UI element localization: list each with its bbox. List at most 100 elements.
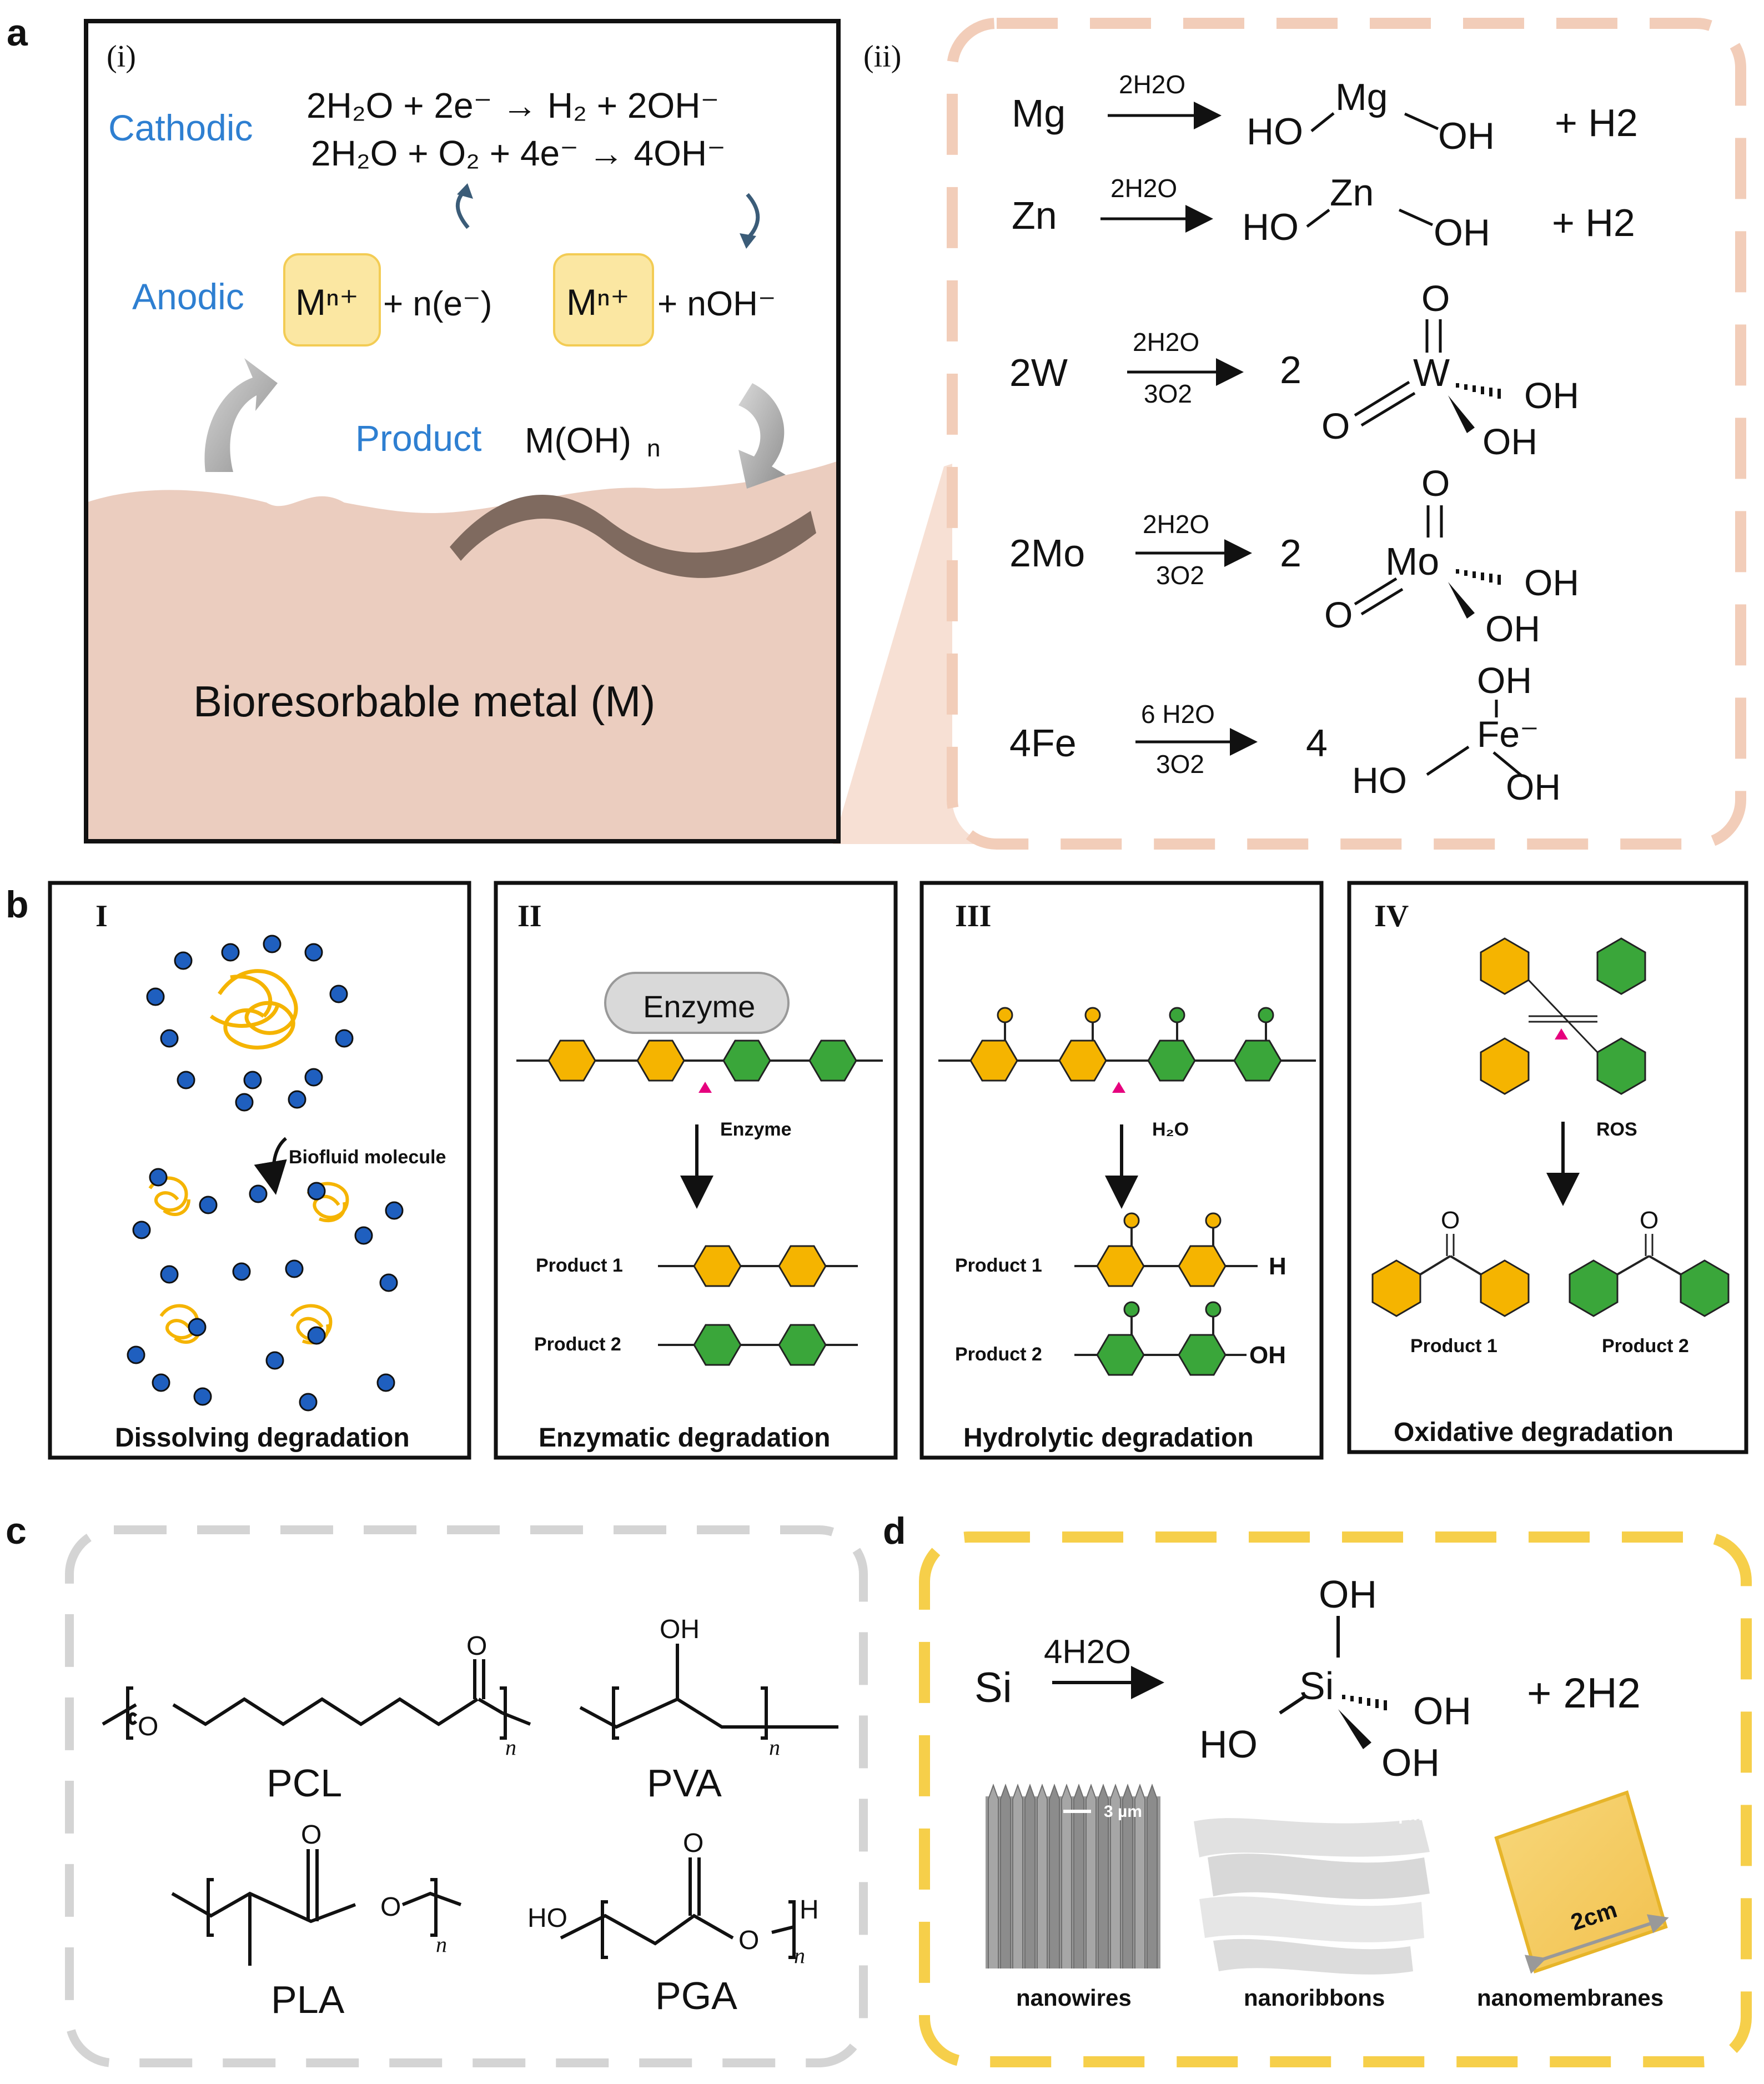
biofluid-molecule-dot	[174, 951, 193, 970]
biofluid-molecule-dot	[152, 1373, 170, 1392]
box-iv-product-1: Product 1	[1410, 1335, 1497, 1357]
si-arrow-label: 4H2O	[1044, 1633, 1131, 1670]
side-groups-iii	[997, 1007, 1274, 1041]
panel-a-i: (i) Cathodic 2H₂O + 2e⁻ → H₂ + 2OH⁻ 2H₂O…	[84, 19, 841, 843]
biofluid-molecule-dot	[304, 943, 323, 962]
nanowire	[1024, 1784, 1036, 1968]
biofluid-molecule-dot	[146, 987, 165, 1006]
mo-center: Mo	[1385, 540, 1439, 583]
reagent-fe-below: 3O2	[1156, 750, 1204, 779]
reactant-zn: Zn	[1012, 194, 1057, 237]
box-i-roman: I	[96, 899, 108, 933]
pga-ester-o: O	[738, 1926, 759, 1955]
pcl-n: n	[505, 1735, 516, 1760]
pga-name: PGA	[655, 1974, 737, 2017]
box-hydrolytic: III H₂O Product 1 H Product 2 OH Hydroly…	[919, 881, 1324, 1460]
box-i-frame	[48, 881, 471, 1460]
biofluid-molecule-dot	[299, 1393, 318, 1412]
panel-a-ii-frame	[947, 18, 1746, 850]
silicon-hydrolysis: Si 4H2O OH Si HO OH OH + 2H2	[974, 1573, 1641, 1784]
ribbon-4	[1213, 1939, 1413, 1975]
si-wedge-bond	[1338, 1709, 1371, 1749]
mo-double-bond-left-b	[1360, 587, 1404, 616]
nanowire	[1122, 1784, 1133, 1968]
w-oh-2: OH	[1482, 421, 1537, 462]
zn-extra: + H2	[1552, 201, 1635, 244]
pla-ester-o: O	[380, 1892, 401, 1922]
fe-ho: HO	[1352, 760, 1407, 801]
nanowire	[1110, 1784, 1121, 1968]
biofluid-molecule-dot	[265, 1351, 284, 1370]
mo-oh-2: OH	[1485, 608, 1540, 649]
ribbon-3	[1199, 1896, 1424, 1942]
box-dissolving: I Biofluid molecule Dissolving degradati…	[48, 881, 471, 1460]
nanomembranes-label: nanomembranes	[1477, 1985, 1664, 2011]
pga-carbonyl-o: O	[683, 1829, 703, 1858]
cleavage-marker-iv	[1555, 1028, 1568, 1040]
metal-ion-2: Mⁿ⁺	[566, 282, 630, 323]
cycle-arrow-up-head	[457, 183, 473, 199]
metal-ion-box-1	[283, 253, 381, 347]
w-o-top: O	[1421, 278, 1450, 319]
reactant-fe: 4Fe	[1009, 721, 1077, 765]
nanowire	[1098, 1784, 1109, 1968]
biofluid-molecule-dot	[199, 1196, 218, 1214]
biofluid-molecule-dot	[177, 1071, 195, 1089]
product-subscript: n	[647, 435, 660, 462]
sub-label-i: (i)	[107, 39, 136, 74]
biofluid-molecule-dot	[127, 1345, 145, 1364]
pva-oh: OH	[660, 1615, 700, 1644]
panel-label-a: a	[7, 12, 28, 54]
box-iv-roman: IV	[1374, 899, 1409, 933]
zn-oh: OH	[1434, 212, 1490, 254]
polymer-coil-small-group	[148, 1176, 349, 1345]
nanowire	[1037, 1784, 1048, 1968]
enzyme-label: Enzyme	[643, 989, 755, 1024]
nanowire	[1061, 1784, 1072, 1968]
biofluid-molecule-dot	[243, 1071, 262, 1089]
reagent-fe-above: 6 H2O	[1141, 700, 1215, 729]
nanowires-label: nanowires	[1016, 1985, 1132, 2011]
cathodic-equation-2: 2H₂O + O₂ + 4e⁻ → 4OH⁻	[311, 133, 726, 173]
box-iv-caption: Oxidative degradation	[1394, 1418, 1673, 1447]
nanoribbons-image: 100 µm nanoribbons	[1194, 1806, 1430, 2011]
nanowire	[988, 1784, 999, 1968]
si-bond-left	[1279, 1695, 1306, 1715]
biofluid-molecule-dot	[188, 1318, 207, 1337]
box-ii-roman: II	[517, 899, 542, 933]
biofluid-molecule-dot	[288, 1090, 306, 1109]
biofluid-molecule-dot	[132, 1221, 151, 1239]
product-label: Product	[355, 418, 481, 459]
silicic-center: Si	[1299, 1664, 1334, 1708]
biofluid-molecule-dot	[263, 935, 282, 953]
hydroxide-text: + nOH⁻	[657, 285, 776, 323]
coef-mo: 2	[1280, 531, 1301, 575]
w-wedge-bond	[1448, 395, 1475, 433]
cathodic-label: Cathodic	[108, 107, 253, 148]
ribbon-2	[1208, 1854, 1430, 1899]
pcl-ether-o: O	[138, 1712, 158, 1741]
mo-hashed-bond	[1456, 569, 1501, 585]
nanowire	[1134, 1784, 1145, 1968]
nanoribbons-scale-text: 100 µm	[1366, 1806, 1423, 1824]
nanomembrane-dimension-arrow	[1524, 1914, 1669, 1974]
nanowire	[1085, 1784, 1097, 1968]
reagent-mo-above: 2H2O	[1143, 510, 1209, 539]
product-2-end-oh: OH	[1249, 1342, 1286, 1369]
cleavage-marker-iii	[1112, 1082, 1125, 1093]
reagent-w-below: 3O2	[1144, 379, 1192, 408]
nanowires-body	[986, 1796, 1160, 1968]
box-enzymatic: II Enzyme Enzyme Product 1 Product 2 Enz…	[494, 881, 898, 1460]
pcl-name: PCL	[267, 1761, 342, 1805]
panel-label-b: b	[6, 883, 29, 926]
polymer-coil-large	[209, 969, 298, 1049]
biofluid-molecule-dot	[304, 1068, 323, 1087]
si-hashed-bond	[1342, 1695, 1387, 1710]
si-extra: + 2H2	[1527, 1670, 1641, 1717]
dissolve-arrow	[254, 1137, 287, 1195]
mo-o-top: O	[1421, 463, 1450, 504]
box-ii-product-1: Product 1	[536, 1255, 623, 1276]
nanowire	[1049, 1784, 1060, 1968]
pga-n: n	[794, 1943, 805, 1968]
silicic-oh-right: OH	[1413, 1689, 1471, 1733]
